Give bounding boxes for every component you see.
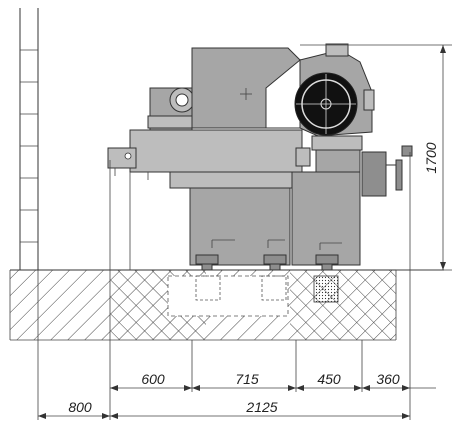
dimension-360: 360 bbox=[376, 371, 400, 387]
dimension-715: 715 bbox=[235, 371, 259, 387]
dimension-450: 450 bbox=[317, 371, 341, 387]
dimension-2125: 2125 bbox=[245, 399, 277, 415]
machine-feet bbox=[195, 254, 339, 271]
wall-ladder bbox=[19, 8, 39, 270]
dimension-lines bbox=[37, 44, 452, 420]
band-saw-machine bbox=[107, 43, 413, 271]
handwheel bbox=[361, 145, 413, 197]
dimension-height: 1700 bbox=[423, 142, 439, 173]
foundation-hatch bbox=[9, 269, 444, 341]
dimension-600: 600 bbox=[141, 371, 165, 387]
dimension-800: 800 bbox=[68, 399, 92, 415]
